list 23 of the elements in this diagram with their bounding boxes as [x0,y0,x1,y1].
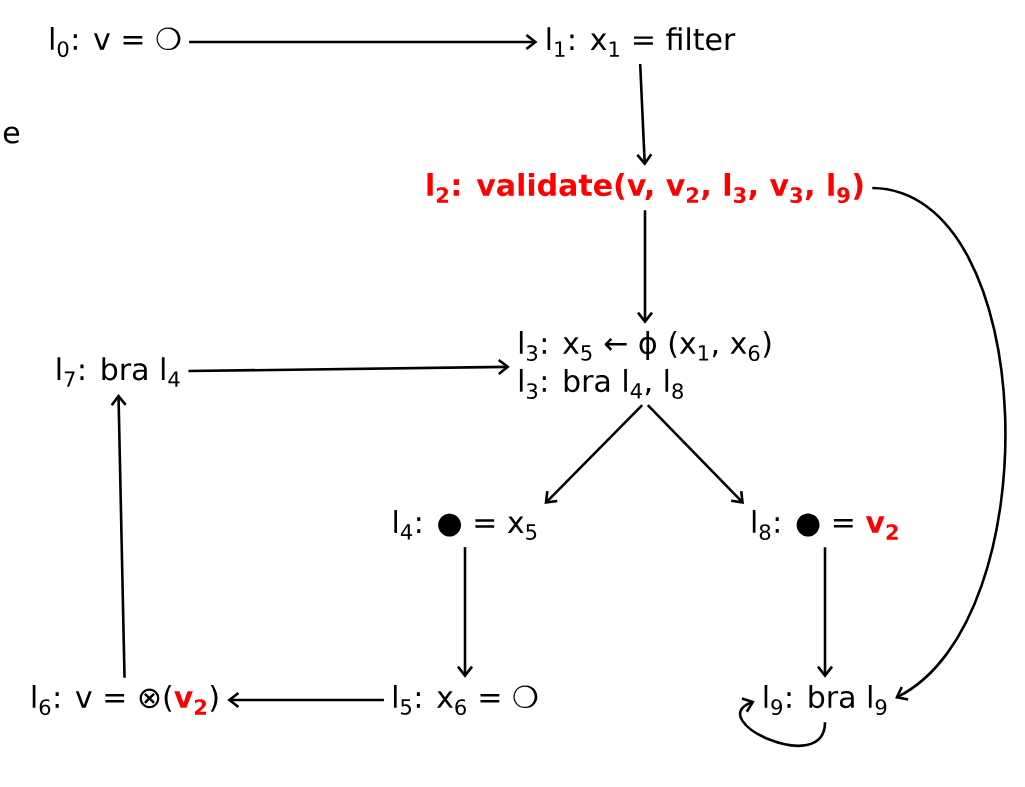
code-statement: l$_{3}$: x$_{5}$ ← ϕ (x$_{1}$, x$_{6}$) l$_{3}$: bra l$_{4}$, l$_{8}$ [519,330,771,400]
code-statement: l$_{2}$: validate(v, v$_{2}$, l$_{3}$, v$_{3}$, l$_{9}$) [427,172,863,204]
arrow [636,63,653,166]
arrow [646,404,744,504]
arrow [456,547,474,678]
code-statement: l$_{4}$: ● = x$_{5}$ [394,510,537,540]
arrow [637,210,654,324]
code-statement: l$_{7}$: bra l$_{4}$ [57,357,180,387]
code-statement: l$_{1}$: x$_{1}$ = filter [547,27,736,57]
label-text: e [3,126,20,144]
code-statement: l$_{0}$: v = ❍ [50,26,181,58]
arrow [110,393,127,678]
code-statement: l$_{9}$: bra l$_{9}$ [764,684,887,716]
arrow [817,547,834,678]
arrow [544,404,644,505]
code-statement: l$_{6}$: v = ⊗(v$_{2}$) [32,684,218,716]
arrow [227,692,384,709]
arrow [871,186,1007,701]
code-statement: l$_{5}$: x$_{6}$ = ❍ [393,684,538,716]
arrow [188,358,510,375]
arrow [189,33,538,51]
arrow [739,697,827,747]
code-statement: l$_{8}$: ● = v$_{2}$ [752,509,898,541]
